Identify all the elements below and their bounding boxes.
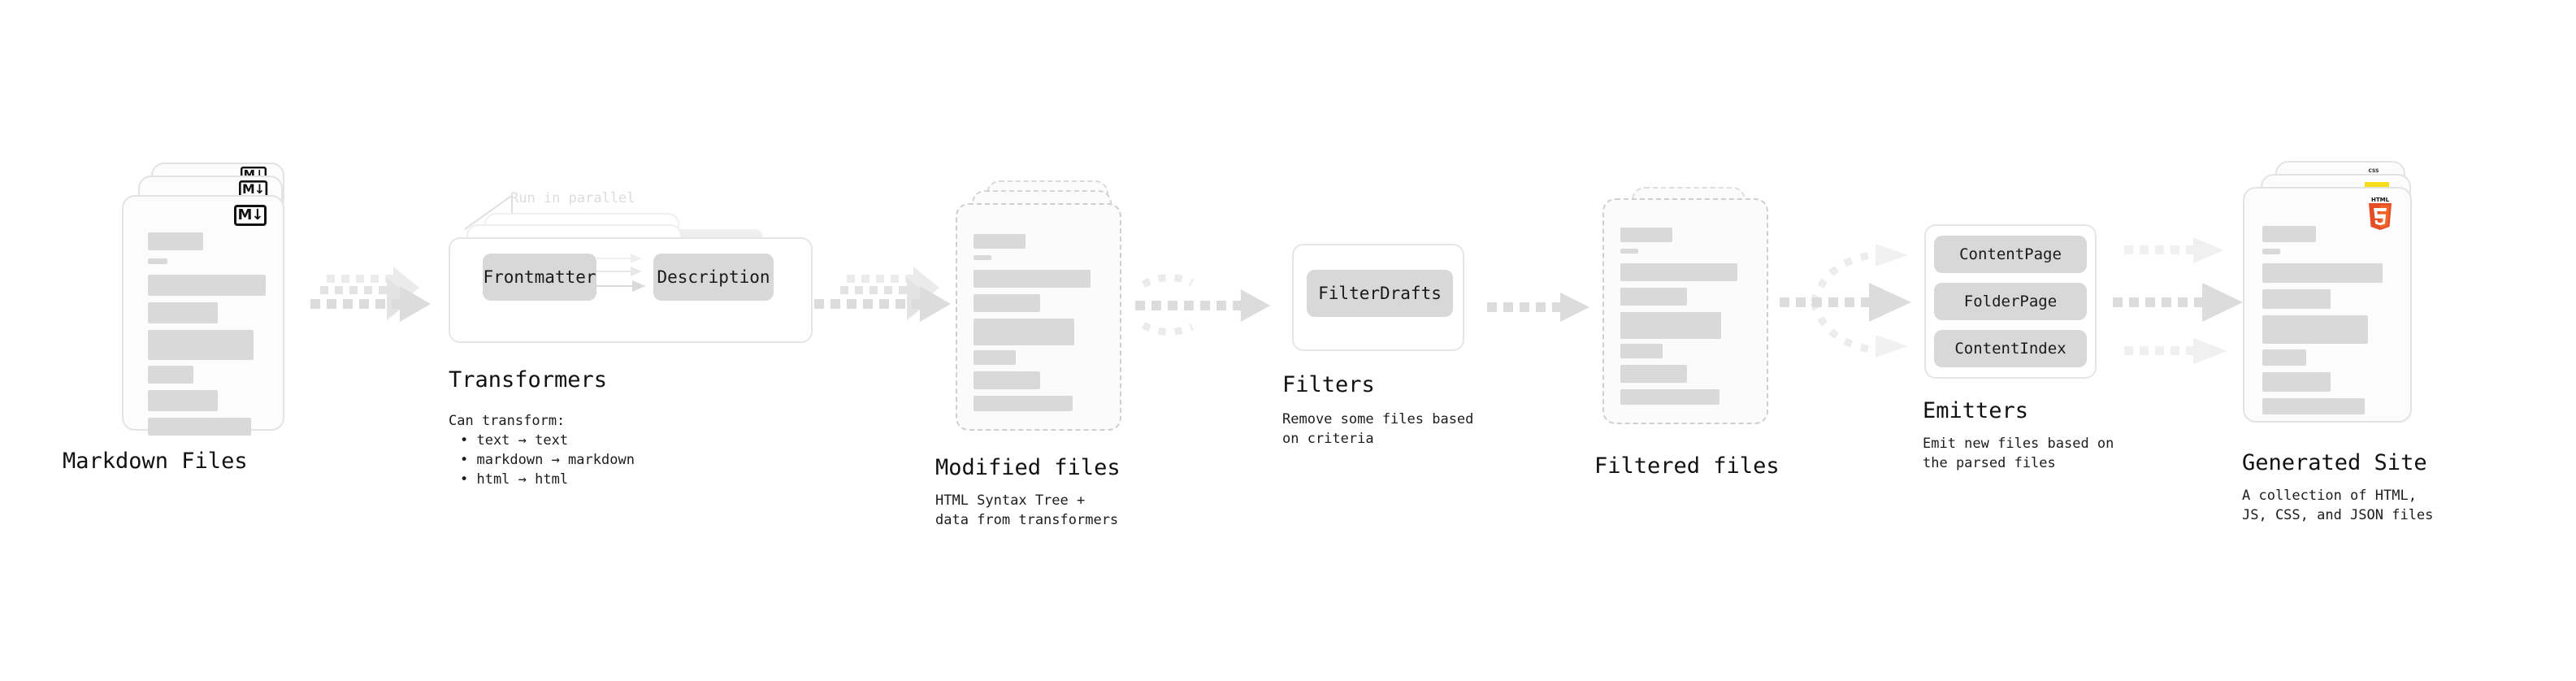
placeholder-lines — [1604, 200, 1767, 423]
stage-filtered-files: Filtered files — [1594, 187, 1780, 479]
desc-filters: Remove some files based on criteria — [1282, 411, 1474, 447]
modified-file-stack — [956, 180, 1134, 449]
chip-filterdrafts-label: FilterDrafts — [1318, 284, 1442, 303]
chip-contentindex-label: ContentIndex — [1954, 340, 2066, 358]
label-generated-site: Generated Site — [2242, 450, 2427, 475]
label-transformers: Transformers — [449, 367, 608, 393]
html5-shield-icon — [2367, 203, 2393, 231]
markdown-badge-text-2: M↓ — [241, 181, 265, 197]
placeholder-lines — [124, 197, 283, 436]
desc-transformers-bullet-2: • html → html — [460, 471, 569, 488]
label-markdown-files: Markdown Files — [63, 449, 248, 474]
chip-contentpage-label: ContentPage — [1959, 245, 2062, 263]
markdown-file-stack: M↓ M↓ M↓ — [122, 163, 301, 439]
transformer-inner-arrows-icon — [596, 254, 645, 292]
connector-filters-to-filtered — [1487, 293, 1589, 322]
label-modified-files: Modified files — [935, 455, 1121, 480]
chip-filterdrafts[interactable]: FilterDrafts — [1307, 270, 1453, 317]
generated-file-stack: CSS HTML — [2243, 161, 2430, 445]
chip-frontmatter-label: Frontmatter — [483, 267, 596, 287]
desc-modified-files: HTML Syntax Tree + data from transformer… — [935, 492, 1119, 528]
html5-badge-text: HTML — [2370, 197, 2390, 203]
chip-frontmatter[interactable]: Frontmatter — [483, 254, 596, 301]
desc-emitters: Emit new files based on the parsed files — [1923, 436, 2114, 471]
label-emitters: Emitters — [1923, 398, 2029, 423]
css-badge-text: CSS — [2368, 168, 2379, 174]
filtered-file-stack — [1602, 187, 1777, 447]
chip-contentpage[interactable]: ContentPage — [1934, 236, 2087, 273]
markdown-badge-back-1: M↓ — [239, 180, 268, 199]
chip-contentindex[interactable]: ContentIndex — [1934, 330, 2087, 367]
desc-transformers-bullet-0: • text → text — [460, 432, 569, 449]
file-sheet-front — [122, 195, 284, 436]
stage-generated-site: CSS HTML — [2242, 161, 2433, 523]
connector-md-to-transformers — [310, 267, 431, 322]
label-filtered-files: Filtered files — [1594, 453, 1780, 479]
markdown-badge: M↓ — [234, 205, 267, 226]
modified-sheet-front — [956, 203, 1121, 431]
filtered-sheet-front — [1602, 198, 1768, 424]
label-run-in-parallel: Run in parallel — [510, 190, 635, 206]
desc-transformers-intro: Can transform: — [449, 413, 566, 429]
stage-markdown-files: M↓ M↓ M↓ M — [63, 163, 301, 474]
connector-modified-to-filters — [1135, 273, 1270, 336]
desc-generated-site: A collection of HTML, JS, CSS, and JSON … — [2242, 488, 2434, 523]
stage-modified-files: Modified files HTML Syntax Tree + data f… — [935, 180, 1134, 528]
label-filters: Filters — [1282, 372, 1375, 397]
chip-description-label: Description — [657, 267, 770, 287]
connector-transformers-to-modified — [814, 267, 951, 322]
html5-badge: HTML — [2366, 197, 2394, 231]
connector-filtered-to-emitters — [1780, 244, 1911, 358]
placeholder-lines — [957, 205, 1120, 429]
markdown-badge-text-front: M↓ — [237, 206, 264, 223]
desc-transformers-bullet-1: • markdown → markdown — [460, 452, 635, 468]
placeholder-lines — [2244, 189, 2410, 421]
chip-folderpage-label: FolderPage — [1963, 293, 2058, 310]
chip-description[interactable]: Description — [653, 254, 774, 301]
chip-folderpage[interactable]: FolderPage — [1934, 283, 2087, 320]
